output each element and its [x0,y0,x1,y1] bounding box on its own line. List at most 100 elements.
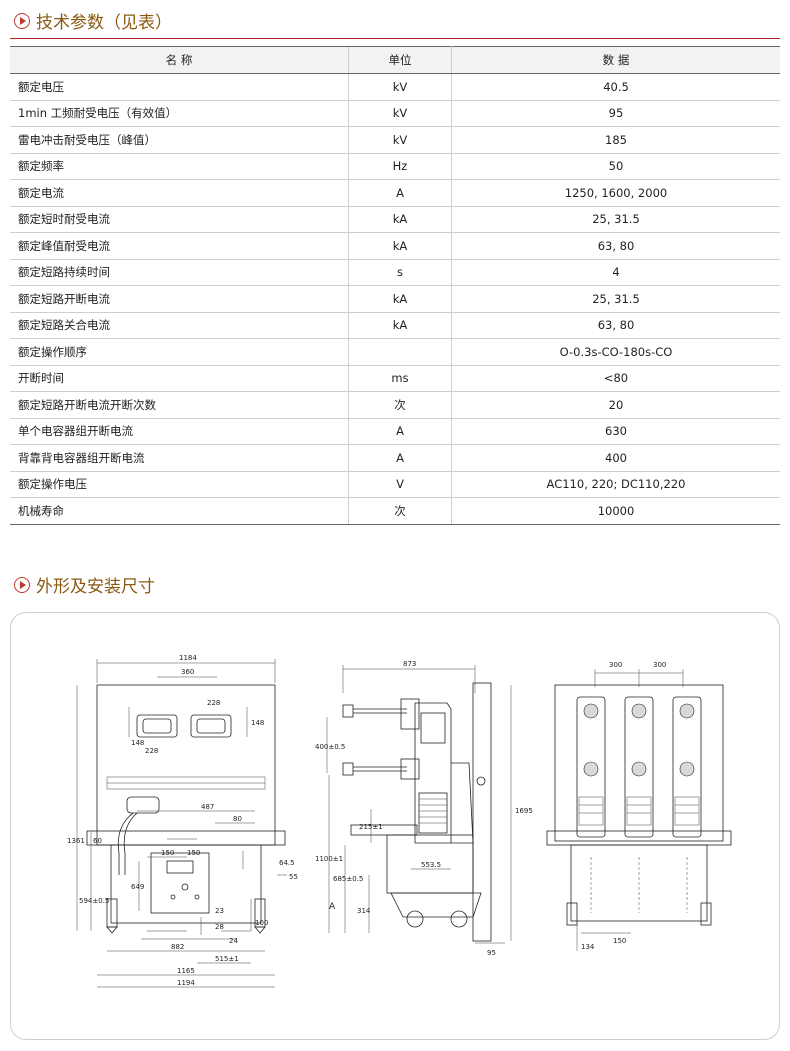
cell-unit: A [348,179,452,207]
dim-label: 150 [161,849,174,857]
dim-label: 148 [251,719,264,727]
divider [10,38,780,39]
play-circle-icon [14,576,30,593]
cell-unit: kA [348,285,452,313]
dim-label: 24 [229,937,238,945]
dim-label: 594±0.5 [79,897,109,905]
dim-label: 148 [131,739,144,747]
dim-label: 685±0.5 [333,875,363,883]
side-bushing-top [342,704,354,718]
dim-label: 228 [145,747,158,755]
header-unit: 单位 [348,46,452,74]
cell-val: 1250, 1600, 2000 [451,179,780,207]
cell-name: 额定短路关合电流 [10,312,349,339]
cell-name: 机械寿命 [10,497,349,525]
cell-name: 1min 工频耐受电压（有效值） [10,100,349,127]
cell-val: 185 [451,126,780,154]
cell-val: 95 [451,100,780,127]
cell-name: 额定短路持续时间 [10,259,349,286]
header-value: 数 据 [451,46,780,74]
dim-label: 134 [581,943,595,951]
cell-name: 额定短时耐受电流 [10,206,349,233]
dim-label: 487 [201,803,214,811]
side-pole [414,702,452,844]
section-header-dimensions: 外形及安装尺寸 [14,572,155,597]
cell-val: O-0.3s-CO-180s-CO [451,338,780,366]
cell-name: 额定电压 [10,73,349,101]
dim-label: 1100±1 [315,855,343,863]
dim-label: 553.5 [421,861,441,869]
cell-unit: V [348,471,452,498]
cell-unit: A [348,418,452,445]
cell-unit: ms [348,365,452,392]
dim-label: 215±1 [359,823,383,831]
front-view: 1184 360 228 148 228 148 487 80 150 150 … [67,654,298,988]
cell-val: 630 [451,418,780,445]
dimension-drawing: 1184 360 228 148 228 148 487 80 150 150 … [67,654,732,988]
front-upper-panel [96,684,276,846]
dim-label: 1194 [177,979,195,987]
front-window-left [136,714,178,738]
dim-label: 1361 [67,837,85,845]
cell-val: 40.5 [451,73,780,101]
front-rail [86,830,286,846]
cell-unit: kV [348,73,452,101]
dim-label: 515±1 [215,955,239,963]
rear-panel [554,684,724,842]
front-lower-body [110,844,262,924]
rear-pole-3 [672,696,702,838]
dim-label: 23 [215,907,224,915]
dim-label: 150 [613,937,626,945]
section-header-tech-params: 技术参数（见表） [14,8,172,33]
cell-name: 额定电流 [10,179,349,207]
view-marker-a: A [329,902,336,912]
dim-label: 1165 [177,967,195,975]
cell-unit: s [348,259,452,286]
cell-name: 额定峰值耐受电流 [10,232,349,260]
cell-name: 单个电容器组开断电流 [10,418,349,445]
cell-name: 额定短路开断电流 [10,285,349,313]
dim-label: 873 [403,660,416,668]
cell-val: 10000 [451,497,780,525]
dim-label: 28 [215,923,224,931]
cell-unit: kA [348,232,452,260]
cell-val: 63, 80 [451,232,780,260]
cell-val: 25, 31.5 [451,285,780,313]
cell-unit: 次 [348,391,452,419]
dim-label: 55 [289,873,298,881]
cell-name: 额定操作电压 [10,471,349,498]
cell-unit: kA [348,206,452,233]
dim-label: 64.5 [279,859,295,867]
cell-name: 额定短路开断电流开断次数 [10,391,349,419]
cell-val: 4 [451,259,780,286]
front-handle [126,796,160,814]
dimension-drawing-frame: 1184 360 228 148 228 148 487 80 150 150 … [10,612,780,1040]
rear-pole-1 [576,696,606,838]
dim-label: 1184 [179,654,197,662]
cell-val: 400 [451,444,780,472]
cell-val: 50 [451,153,780,180]
rear-lower-body [570,844,708,922]
cell-name: 额定频率 [10,153,349,180]
rear-pole-2 [624,696,654,838]
side-door [472,682,492,942]
cell-unit: kV [348,126,452,154]
cell-unit: kV [348,100,452,127]
dim-label: 100 [255,919,268,927]
cell-unit: 次 [348,497,452,525]
cell-unit [348,338,452,366]
section-title: 技术参数（见表） [36,13,172,33]
